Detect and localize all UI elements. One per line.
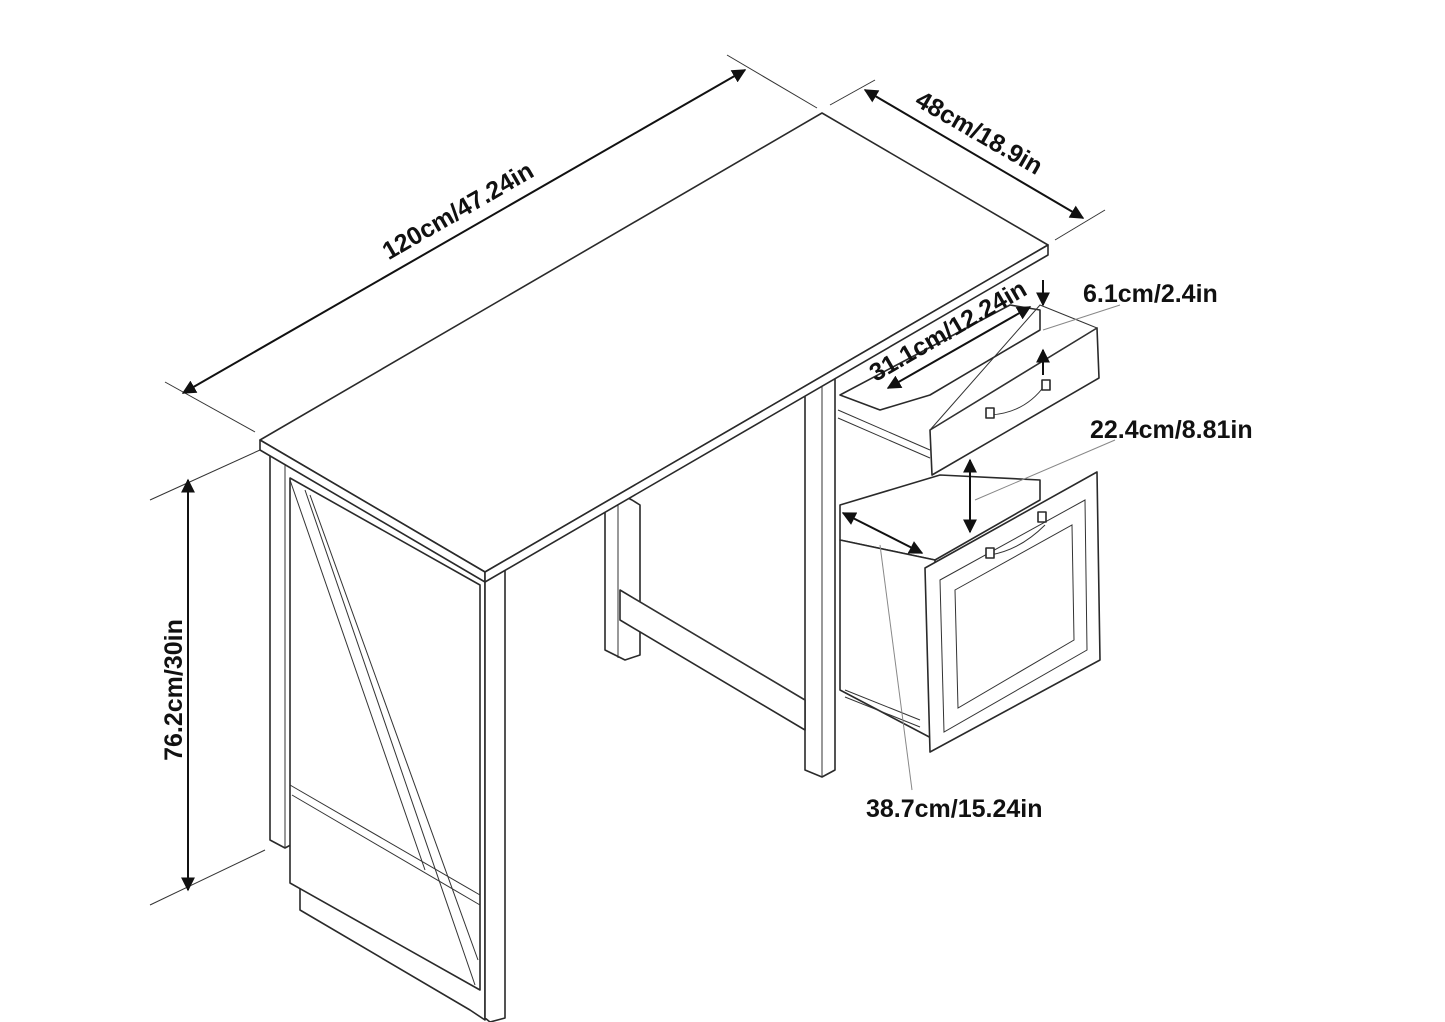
- file-drawer-depth-dimension-line: [841, 512, 924, 554]
- back-right-leg: [804, 367, 836, 778]
- height-label: 76.2cm/30in: [160, 619, 188, 761]
- file-drawer-depth-label: 38.7cm/15.24in: [866, 795, 1043, 823]
- length-dimension-line: [181, 69, 747, 394]
- depth-label: 48cm/18.9in: [911, 86, 1048, 181]
- file-drawer-height-label: 22.4cm/8.81in: [1090, 416, 1253, 444]
- handle-icon: [985, 547, 995, 559]
- length-label: 120cm/47.24in: [378, 157, 539, 266]
- file-drawer: [839, 471, 1101, 753]
- extension-lines: [149, 54, 1106, 906]
- middle-leg: [604, 492, 806, 731]
- drawer-height-label: 6.1cm/2.4in: [1083, 280, 1218, 308]
- depth-dimension-line: [863, 89, 1085, 219]
- left-side-frame: [269, 451, 486, 1021]
- drawer-depth-dimension-line: [886, 306, 1032, 389]
- front-right-leg: [484, 564, 506, 1022]
